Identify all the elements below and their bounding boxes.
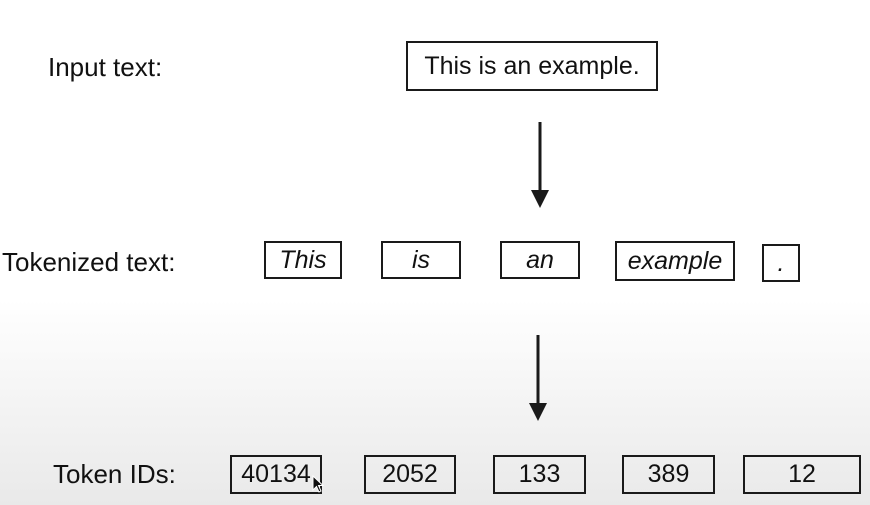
token-box: is	[381, 241, 461, 279]
token-box: an	[500, 241, 580, 279]
token-ids-label: Token IDs:	[53, 459, 176, 489]
tokenized-text-label: Tokenized text:	[2, 247, 176, 277]
token-id-box: 2052	[364, 455, 456, 494]
token-id-box: 133	[493, 455, 586, 494]
token-id-box: 12	[743, 455, 861, 494]
arrow-down-icon	[531, 122, 549, 208]
token-id-box: 389	[622, 455, 715, 494]
mouse-pointer-icon	[312, 475, 324, 493]
input-text-label: Input text:	[48, 52, 163, 82]
token-box: example	[615, 241, 735, 281]
token-box: .	[762, 244, 800, 282]
token-id-box: 40134	[230, 455, 322, 494]
input-text-box: This is an example.	[406, 41, 658, 91]
arrow-down-icon	[529, 335, 547, 421]
token-box: This	[264, 241, 342, 279]
